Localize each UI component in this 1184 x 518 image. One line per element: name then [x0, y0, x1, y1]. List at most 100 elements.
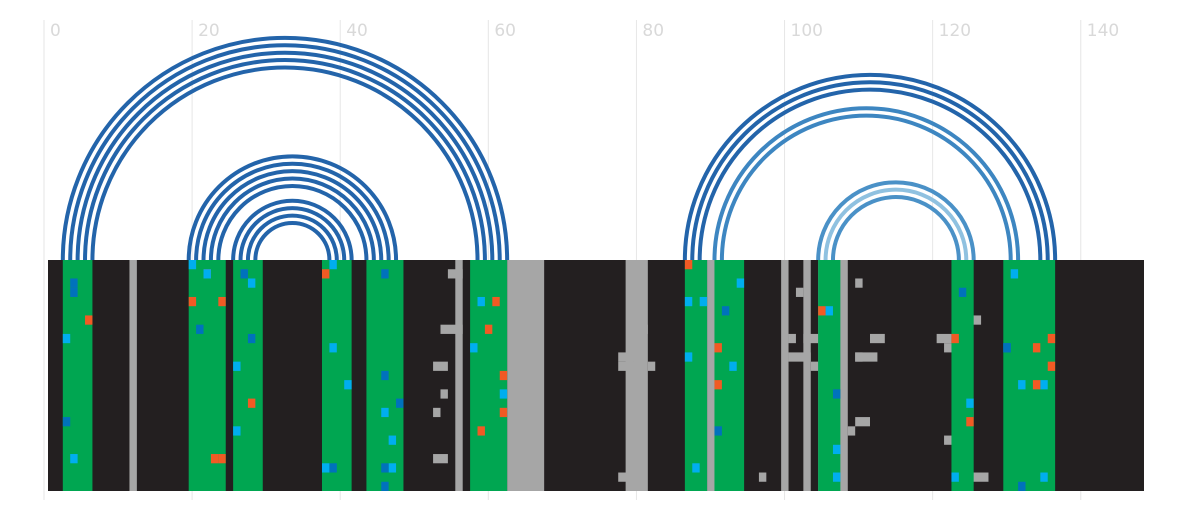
mutation-cell	[966, 398, 974, 408]
gap-cell	[433, 454, 448, 464]
mutation-cell	[329, 260, 337, 270]
mutation-cell	[233, 361, 241, 371]
mutation-cell	[1010, 269, 1019, 279]
base-pair-arc	[186, 154, 399, 261]
mutation-cell	[322, 463, 330, 473]
base-pair-arc	[231, 198, 354, 261]
mutation-cell	[322, 269, 330, 279]
base-pair-arc	[816, 180, 976, 261]
gap-cell	[795, 287, 804, 297]
mutation-cell	[396, 398, 404, 408]
mutation-cell	[1003, 343, 1011, 353]
base-pair-arc	[83, 58, 487, 261]
mutation-cell	[714, 343, 722, 353]
mutation-cell	[1047, 361, 1056, 371]
base-pair-arc	[823, 187, 969, 261]
mutation-cell	[499, 407, 508, 418]
base-pair-arc	[68, 43, 502, 261]
x-tick-label: 20	[198, 21, 220, 41]
mutation-cell	[951, 472, 959, 482]
gap-cell	[633, 370, 641, 381]
mutation-cell	[492, 296, 500, 307]
mutation-cell	[70, 287, 78, 297]
mutation-cell	[62, 417, 71, 427]
gap-cell	[847, 426, 856, 436]
base-pair-arc	[690, 80, 1050, 261]
gap-cell	[647, 361, 656, 371]
mutation-cell	[381, 269, 389, 279]
gap-cell	[870, 333, 885, 344]
base-pair-arc	[830, 195, 961, 261]
gap-cell	[618, 361, 641, 371]
mutation-cell	[832, 389, 841, 399]
base-pair-arc	[208, 176, 376, 261]
gap-cell	[618, 472, 641, 482]
mutation-cell	[714, 426, 722, 436]
gap-cell	[966, 472, 989, 482]
paired-column	[684, 260, 708, 491]
base-pair-arc	[60, 35, 510, 261]
mutation-cell	[196, 324, 204, 334]
mutation-cell	[247, 398, 256, 408]
mutation-cell	[684, 260, 693, 270]
mutation-cell	[958, 287, 967, 297]
x-tick-label: 80	[642, 21, 664, 41]
gap-cell	[433, 407, 441, 418]
mutation-cell	[388, 463, 397, 473]
gap-cell	[803, 333, 819, 344]
x-tick-label: 40	[346, 21, 368, 41]
mutation-cell	[1018, 380, 1026, 390]
mutation-cell	[240, 269, 248, 279]
mutation-cell	[247, 333, 256, 344]
gap-cell	[440, 389, 448, 399]
mutation-cell	[484, 324, 493, 334]
paired-column	[714, 260, 745, 491]
mutation-cell	[344, 380, 352, 390]
paired-column	[951, 260, 974, 491]
gap-cell	[855, 352, 878, 362]
gap-cell	[640, 324, 648, 334]
mutation-cell	[388, 435, 397, 445]
mutation-cell	[203, 269, 211, 279]
base-pair-arc	[90, 65, 480, 261]
gap-cell	[855, 417, 870, 427]
base-pair-arc	[712, 106, 1021, 261]
base-pair-arc	[697, 88, 1043, 261]
mutation-cell	[70, 278, 78, 288]
arc-layer	[60, 35, 1058, 261]
x-tick-label: 120	[939, 21, 971, 41]
mutation-cell	[1032, 343, 1041, 353]
gap-cell	[936, 333, 952, 344]
paired-column	[233, 260, 263, 491]
mutation-cell	[1040, 380, 1048, 390]
gap-cell	[855, 278, 863, 288]
gap-cell	[440, 324, 463, 334]
mutation-cell	[951, 333, 959, 344]
mutation-cell	[70, 454, 78, 464]
gap-column	[129, 260, 137, 491]
mutation-cell	[329, 463, 337, 473]
mutation-cell	[1018, 481, 1026, 491]
mutation-cell	[684, 352, 693, 362]
x-tick-label: 140	[1087, 21, 1119, 41]
mutation-cell	[381, 370, 389, 381]
x-tick-label: 60	[494, 21, 516, 41]
gap-cell	[788, 352, 811, 362]
mutation-cell	[85, 315, 93, 325]
mutation-cell	[499, 389, 508, 399]
gap-cell	[758, 472, 767, 482]
mutation-cell	[470, 343, 478, 353]
gap-cell	[433, 361, 448, 371]
gap-column	[507, 260, 545, 491]
mutation-cell	[1032, 380, 1041, 390]
base-pair-arc	[201, 169, 384, 261]
mutation-cell	[736, 278, 745, 288]
mutation-cell	[966, 417, 974, 427]
base-pair-arc	[253, 221, 332, 261]
base-pair-arc	[75, 50, 495, 261]
paired-column	[62, 260, 93, 491]
gap-column	[455, 260, 463, 491]
x-tick-label: 0	[50, 21, 61, 41]
mutation-cell	[832, 472, 841, 482]
